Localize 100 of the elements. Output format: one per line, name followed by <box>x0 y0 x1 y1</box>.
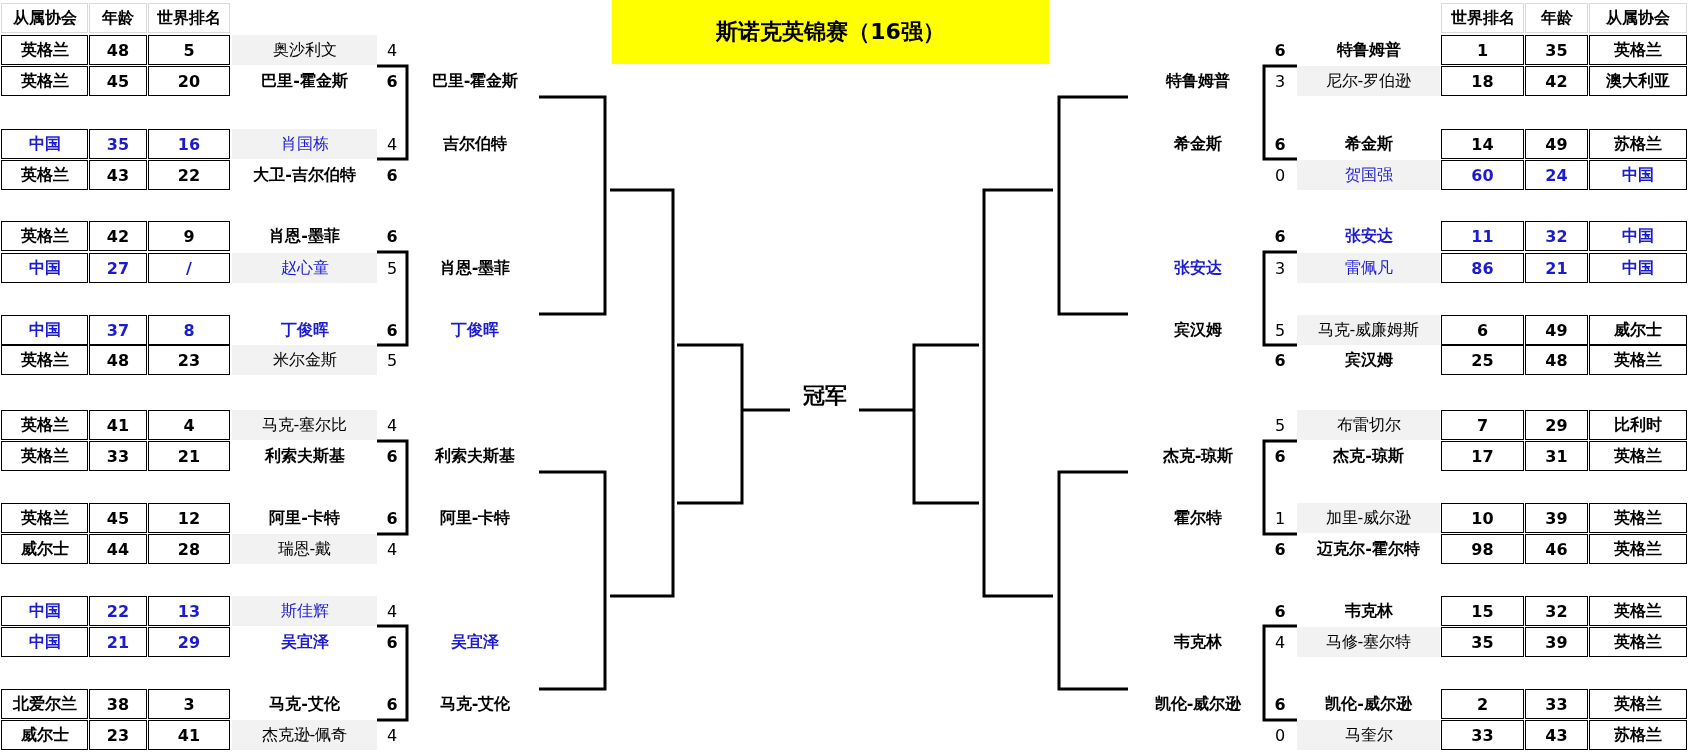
score: 5 <box>385 349 399 372</box>
table-cell: 21 <box>1525 253 1588 283</box>
score: 6 <box>385 445 399 468</box>
score: 6 <box>1273 133 1287 156</box>
score: 5 <box>385 257 399 280</box>
table-cell: 31 <box>1525 441 1588 471</box>
table-cell: / <box>148 253 230 283</box>
table-cell: 33 <box>89 441 147 471</box>
winner-name: 张安达 <box>1173 256 1223 279</box>
table-cell: 英格兰 <box>1589 534 1687 564</box>
score: 0 <box>1273 724 1287 747</box>
table-cell: 7 <box>1441 410 1524 440</box>
winner-name: 巴里-霍金斯 <box>430 69 520 92</box>
winner-name: 丁俊晖 <box>450 318 500 341</box>
table-cell: 17 <box>1441 441 1524 471</box>
table-cell: 中国 <box>1589 221 1687 251</box>
player-name: 斯佳辉 <box>232 596 377 626</box>
table-cell: 32 <box>1525 221 1588 251</box>
table-cell: 35 <box>89 129 147 159</box>
table-cell: 21 <box>89 627 147 657</box>
score: 6 <box>1273 600 1287 623</box>
table-cell: 比利时 <box>1589 410 1687 440</box>
table-cell: 39 <box>1525 503 1588 533</box>
table-cell: 英格兰 <box>1589 345 1687 375</box>
player-name: 凯伦-威尔逊 <box>1324 692 1413 715</box>
player-name: 希金斯 <box>1343 132 1394 155</box>
table-cell: 27 <box>89 253 147 283</box>
table-cell: 24 <box>1525 160 1588 190</box>
table-cell: 13 <box>148 596 230 626</box>
player-name: 迈克尔-霍尔特 <box>1316 537 1421 560</box>
table-cell: 中国 <box>1 315 88 345</box>
score: 6 <box>1273 445 1287 468</box>
player-name: 杰克-琼斯 <box>1332 444 1405 467</box>
player-name: 赵心童 <box>232 253 377 283</box>
table-cell: 35 <box>1441 627 1524 657</box>
table-cell: 43 <box>89 160 147 190</box>
score: 6 <box>385 70 399 93</box>
winner-name: 吴宜泽 <box>450 630 500 653</box>
column-header: 世界排名 <box>148 3 230 33</box>
score: 0 <box>1273 164 1287 187</box>
table-cell: 威尔士 <box>1 534 88 564</box>
winner-name: 特鲁姆普 <box>1165 69 1231 92</box>
winner-name: 利索夫斯基 <box>433 444 516 467</box>
table-cell: 苏格兰 <box>1589 129 1687 159</box>
player-name: 奥沙利文 <box>232 35 377 65</box>
score: 3 <box>1273 257 1287 280</box>
winner-name: 阿里-卡特 <box>438 506 512 529</box>
player-name: 尼尔-罗伯逊 <box>1297 66 1440 96</box>
player-name: 大卫-吉尔伯特 <box>252 163 357 186</box>
table-cell: 英格兰 <box>1589 503 1687 533</box>
table-cell: 威尔士 <box>1589 315 1687 345</box>
table-cell: 29 <box>148 627 230 657</box>
table-cell: 41 <box>148 720 230 750</box>
table-cell: 英格兰 <box>1 221 88 251</box>
score: 4 <box>385 724 399 747</box>
column-header: 年龄 <box>1525 3 1588 33</box>
table-cell: 9 <box>148 221 230 251</box>
score: 3 <box>1273 70 1287 93</box>
player-name: 张安达 <box>1343 224 1394 247</box>
table-cell: 英格兰 <box>1 66 88 96</box>
score: 4 <box>385 133 399 156</box>
table-cell: 6 <box>1441 315 1524 345</box>
table-cell: 28 <box>148 534 230 564</box>
table-cell: 22 <box>148 160 230 190</box>
score: 5 <box>1273 414 1287 437</box>
table-cell: 8 <box>148 315 230 345</box>
table-cell: 23 <box>148 345 230 375</box>
score: 4 <box>1273 631 1287 654</box>
player-name: 阿里-卡特 <box>268 506 341 529</box>
table-cell: 5 <box>148 35 230 65</box>
table-cell: 英格兰 <box>1 410 88 440</box>
score: 4 <box>385 414 399 437</box>
table-cell: 49 <box>1525 315 1588 345</box>
column-header: 从属协会 <box>1589 3 1687 33</box>
table-cell: 16 <box>148 129 230 159</box>
score: 6 <box>385 507 399 530</box>
player-name: 雷佩凡 <box>1297 253 1440 283</box>
winner-name: 杰克-琼斯 <box>1161 444 1235 467</box>
column-header: 从属协会 <box>1 3 88 33</box>
winner-name: 吉尔伯特 <box>442 132 508 155</box>
player-name: 米尔金斯 <box>232 345 377 375</box>
column-header: 世界排名 <box>1441 3 1524 33</box>
player-name: 丁俊晖 <box>279 318 330 341</box>
score: 6 <box>385 164 399 187</box>
table-cell: 英格兰 <box>1589 596 1687 626</box>
table-cell: 英格兰 <box>1 160 88 190</box>
player-name: 利索夫斯基 <box>263 444 346 467</box>
table-cell: 英格兰 <box>1 345 88 375</box>
table-cell: 25 <box>1441 345 1524 375</box>
player-name: 吴宜泽 <box>279 630 330 653</box>
title-banner: 斯诺克英锦赛（16强） <box>612 0 1049 64</box>
table-cell: 35 <box>1525 35 1588 65</box>
table-cell: 49 <box>1525 129 1588 159</box>
player-name: 肖国栋 <box>232 129 377 159</box>
winner-name: 宾汉姆 <box>1173 318 1223 341</box>
table-cell: 英格兰 <box>1589 35 1687 65</box>
table-cell: 18 <box>1441 66 1524 96</box>
table-cell: 北爱尔兰 <box>1 689 88 719</box>
table-cell: 21 <box>148 441 230 471</box>
table-cell: 英格兰 <box>1 441 88 471</box>
